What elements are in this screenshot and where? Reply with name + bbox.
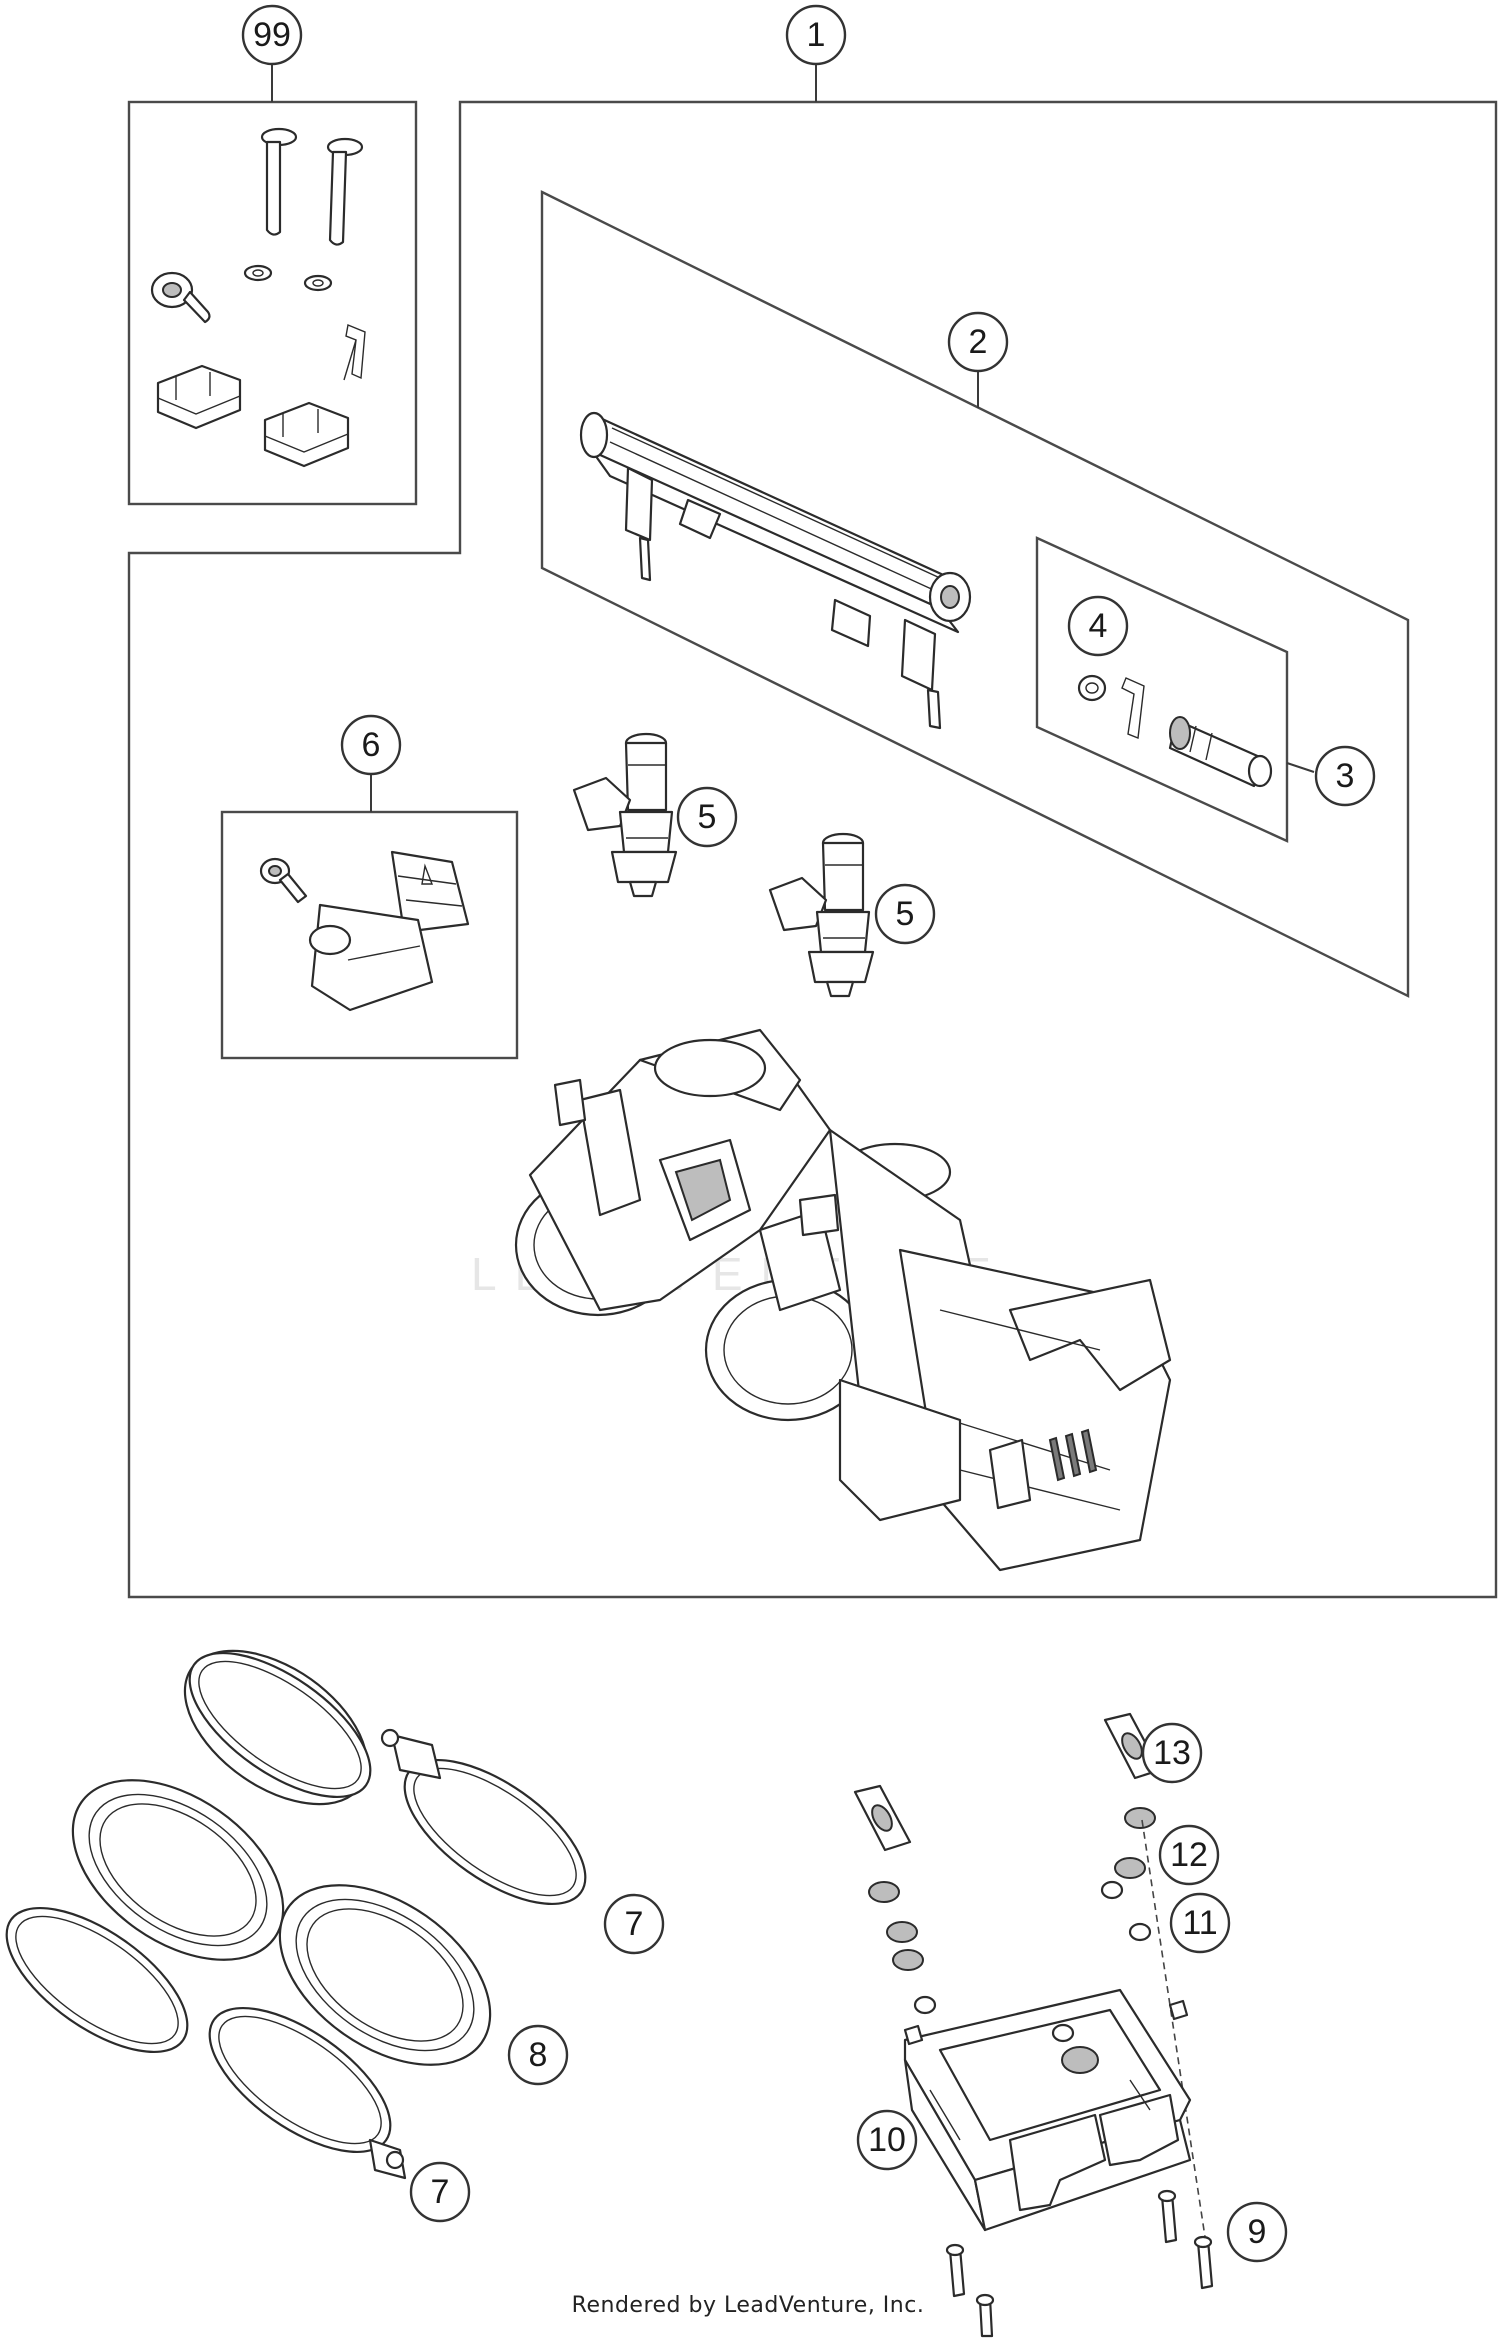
spacer-icon: [913, 1880, 1152, 2015]
pressure-sensor-icon: [259, 850, 470, 1012]
leader-3: [1286, 762, 1315, 773]
assembly-line: [1141, 1819, 1211, 2271]
ecu-bolt-icon: [945, 2189, 1214, 2338]
callout-4: 4: [1067, 595, 1129, 657]
svg-text:1: 1: [807, 16, 826, 54]
retaining-clip-icon: [1121, 677, 1145, 739]
callout-5a: 5: [676, 786, 738, 848]
grommet-holder-icon: [853, 1712, 1162, 1852]
callout-1: 1: [785, 4, 847, 66]
fuel-rail-box-2: [540, 190, 1410, 998]
washer-icon: [243, 264, 333, 292]
callout-99: 99: [241, 4, 303, 66]
callout-13: 13: [1141, 1722, 1203, 1784]
clip-icon: [343, 324, 366, 381]
hose-clamp-icon: [5, 1649, 587, 2180]
svg-text:5: 5: [698, 798, 717, 836]
svg-text:13: 13: [1153, 1734, 1191, 1772]
callout-7a: 7: [603, 1893, 665, 1955]
callout-2: 2: [947, 311, 1009, 373]
fuel-rail-icon: [579, 411, 972, 730]
svg-text:10: 10: [868, 2121, 906, 2159]
callout-8: 8: [507, 2024, 569, 2086]
svg-text:99: 99: [253, 16, 291, 54]
fuel-connector-icon: [1168, 716, 1273, 788]
rubber-grommet-icon: [868, 1807, 1156, 1971]
o-ring-icon: [1077, 674, 1107, 702]
svg-text:7: 7: [625, 1905, 644, 1943]
callout-11: 11: [1169, 1892, 1231, 1954]
svg-text:4: 4: [1089, 607, 1108, 645]
intake-flange-icon: [71, 1779, 492, 2066]
callout-6: 6: [340, 714, 402, 776]
bolt-icon: [260, 127, 364, 246]
callout-5b: 5: [874, 883, 936, 945]
svg-text:11: 11: [1182, 1904, 1217, 1942]
svg-text:6: 6: [362, 726, 381, 764]
render-credit: Rendered by LeadVenture, Inc.: [572, 2293, 925, 2318]
svg-text:2: 2: [969, 323, 988, 361]
svg-text:8: 8: [529, 2036, 548, 2074]
bracket-icon: [156, 364, 350, 468]
callout-7b: 7: [409, 2161, 471, 2223]
assembly-box-1: [127, 100, 1498, 1599]
fuel-injector-icon: [572, 732, 875, 998]
ecu-control-unit-icon: [903, 1988, 1192, 2232]
svg-text:12: 12: [1170, 1836, 1208, 1874]
callout-9: 9: [1226, 2201, 1288, 2263]
svg-text:9: 9: [1248, 2213, 1267, 2251]
sensor-box-6: [220, 810, 519, 1060]
svg-text:7: 7: [431, 2173, 450, 2211]
svg-text:5: 5: [896, 895, 915, 933]
seal-kit-box-3: [1035, 536, 1289, 843]
throttle-body-icon: [514, 1028, 1172, 1572]
screw-icon: [150, 271, 211, 324]
callout-12: 12: [1158, 1824, 1220, 1886]
svg-text:3: 3: [1336, 757, 1355, 795]
callout-3: 3: [1314, 745, 1376, 807]
callout-10: 10: [856, 2109, 918, 2171]
